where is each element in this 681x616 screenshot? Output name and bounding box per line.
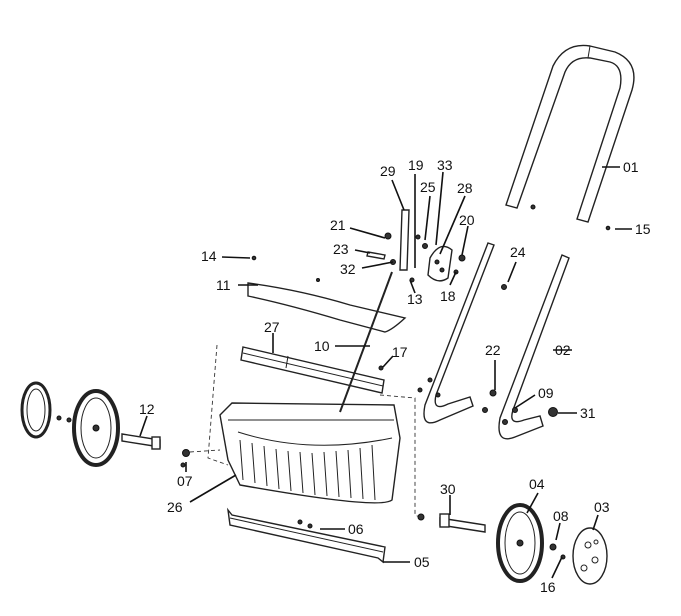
label-33: 33 (437, 157, 453, 173)
label-27: 27 (264, 319, 280, 335)
label-29: 29 (380, 163, 396, 179)
leader-lines (139, 166, 632, 579)
gear-plate-part (427, 245, 453, 282)
label-20: 20 (459, 212, 475, 228)
axle-12-part (121, 433, 161, 450)
label-08: 08 (553, 508, 569, 524)
label-11: 11 (216, 277, 231, 293)
label-06: 06 (348, 521, 364, 537)
label-28: 28 (457, 180, 473, 196)
control-lever-part (399, 209, 410, 271)
label-21: 21 (330, 217, 346, 233)
label-05: 05 (414, 554, 430, 570)
left-wheel-part (20, 381, 120, 467)
upper-handle-part (505, 44, 635, 223)
label-15: 15 (635, 221, 651, 237)
part-labels: 01 02 03 04 05 06 07 08 09 10 11 12 13 1… (139, 157, 651, 595)
flow-plate-part (240, 346, 385, 394)
label-32: 32 (340, 261, 356, 277)
label-22: 22 (485, 342, 501, 358)
agitator-rod-part (339, 271, 393, 413)
label-16: 16 (540, 579, 556, 595)
deflector-plate-part (247, 282, 407, 333)
hopper-part (219, 402, 401, 504)
label-14: 14 (201, 248, 217, 264)
label-19: 19 (408, 157, 424, 173)
label-09: 09 (538, 385, 554, 401)
label-24: 24 (510, 244, 526, 260)
fasteners (56, 204, 611, 560)
label-30: 30 (440, 481, 456, 497)
label-25: 25 (420, 179, 436, 195)
right-wheel-part (496, 503, 608, 585)
label-07: 07 (177, 473, 193, 489)
lower-handle-frame-part (423, 242, 570, 440)
label-13: 13 (407, 291, 423, 307)
label-26: 26 (167, 499, 183, 515)
label-02: 02 (555, 342, 571, 358)
label-04: 04 (529, 476, 545, 492)
label-31: 31 (580, 405, 596, 421)
label-23: 23 (333, 241, 349, 257)
label-12: 12 (139, 401, 155, 417)
label-18: 18 (440, 288, 456, 304)
label-17: 17 (392, 344, 408, 360)
label-03: 03 (594, 499, 610, 515)
label-01: 01 (623, 159, 639, 175)
axle-30-part (439, 513, 486, 533)
label-10: 10 (314, 338, 330, 354)
